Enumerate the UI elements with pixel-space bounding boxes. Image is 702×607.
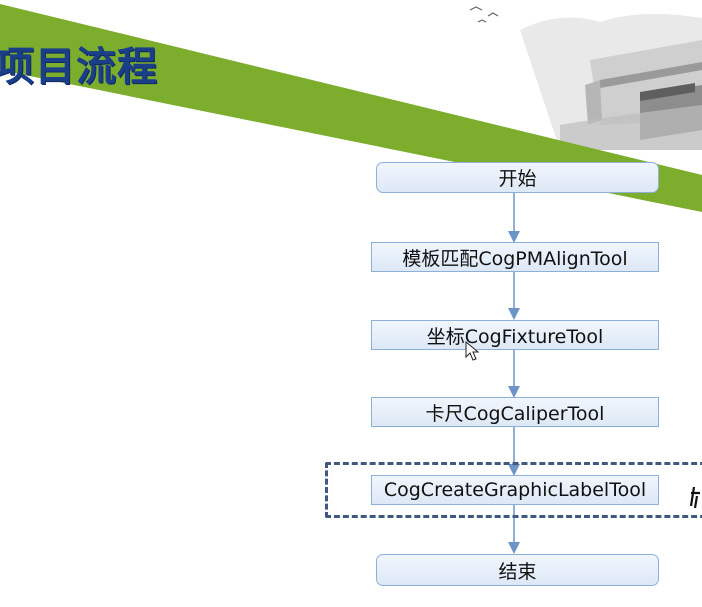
building-illustration: [469, 6, 702, 151]
mouse-cursor-icon: [465, 341, 480, 361]
flow-node-step-2[interactable]: 坐标CogFixtureTool: [371, 320, 659, 350]
flow-node-step-4[interactable]: CogCreateGraphicLabelTool: [371, 475, 659, 505]
flow-node-step-1[interactable]: 模板匹配CogPMAlignTool: [371, 242, 659, 272]
page-title: 项目流程: [0, 44, 158, 90]
green-banner: [0, 4, 702, 212]
flow-node-start[interactable]: 开始: [376, 162, 659, 193]
cut-off-annotation-glyph: [689, 486, 700, 509]
flow-node-end[interactable]: 结束: [376, 554, 659, 586]
highlight-dashed-frame: [325, 462, 702, 518]
flow-node-step-3[interactable]: 卡尺CogCaliperTool: [371, 397, 659, 427]
